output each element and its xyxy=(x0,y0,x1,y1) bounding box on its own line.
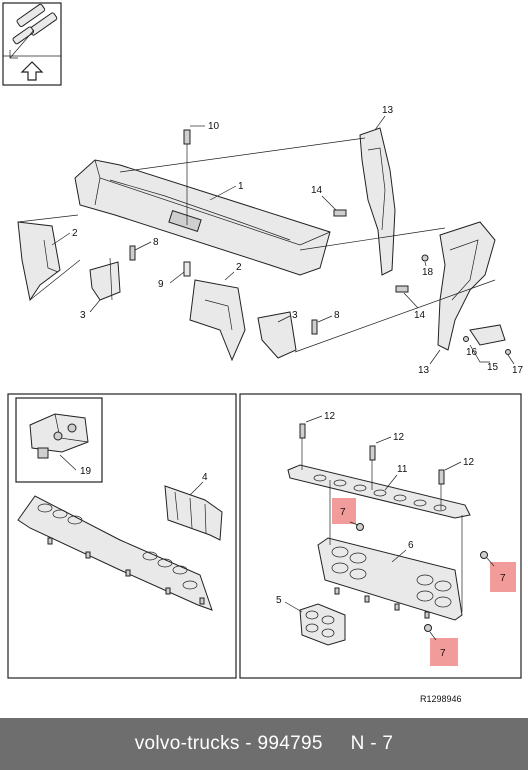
up-arrow-icon xyxy=(20,61,44,81)
callout-16: 16 xyxy=(466,347,478,358)
callout-8-right: 8 xyxy=(334,310,340,321)
callout-10: 10 xyxy=(208,121,220,132)
callout-5: 5 xyxy=(276,595,282,606)
callout-15: 15 xyxy=(487,362,499,373)
callout-12-b: 12 xyxy=(393,432,405,443)
callout-19: 19 xyxy=(80,466,92,477)
callout-9: 9 xyxy=(158,279,164,290)
callout-2-right: 2 xyxy=(236,262,242,273)
callout-7-c: 7 xyxy=(440,648,446,659)
callout-18: 18 xyxy=(422,267,434,278)
callout-14-upper: 14 xyxy=(311,185,323,196)
parts-diagram: 10 1 13 14 2 8 18 9 2 3 14 8 3 16 13 15 … xyxy=(2,2,524,704)
orientation-icon xyxy=(2,2,62,86)
callout-17: 17 xyxy=(512,365,524,376)
callout-13-lower: 13 xyxy=(418,365,430,376)
lower-right-panel: 12 12 11 12 6 7 xyxy=(239,393,522,679)
callout-8-left: 8 xyxy=(153,237,159,248)
callout-1: 1 xyxy=(238,181,244,192)
callout-12-c: 12 xyxy=(463,457,475,468)
callout-3-right: 3 xyxy=(292,310,298,321)
lower-left-panel: 19 4 xyxy=(7,393,237,679)
highlight-box-7-b xyxy=(490,562,516,592)
highlight-box-7-c xyxy=(430,638,458,666)
callout-6: 6 xyxy=(408,540,414,551)
callout-7-b: 7 xyxy=(500,573,506,584)
reference-code: R1298946 xyxy=(420,694,462,704)
footer-gap xyxy=(323,733,351,755)
footer-bar: volvo-trucks - 994795 N - 7 xyxy=(0,718,528,770)
callout-2-left: 2 xyxy=(72,228,78,239)
footer-brand: volvo-trucks xyxy=(134,733,240,754)
callout-4: 4 xyxy=(202,472,208,483)
callout-12-a: 12 xyxy=(324,411,336,422)
callout-14-lower: 14 xyxy=(414,310,426,321)
callout-11: 11 xyxy=(397,464,408,475)
callout-3-left: 3 xyxy=(80,310,86,321)
callout-13-upper: 13 xyxy=(382,105,394,116)
bumper-assembly xyxy=(17,127,511,362)
footer-part-number: 994795 xyxy=(257,733,323,754)
footer-separator: - xyxy=(239,733,258,754)
callout-7-a: 7 xyxy=(340,507,346,518)
top-callouts: 10 1 13 14 2 8 18 9 2 3 14 8 3 16 13 15 … xyxy=(51,105,524,376)
footer-position: N - 7 xyxy=(350,733,394,754)
highlight-box-7-a xyxy=(332,498,356,524)
